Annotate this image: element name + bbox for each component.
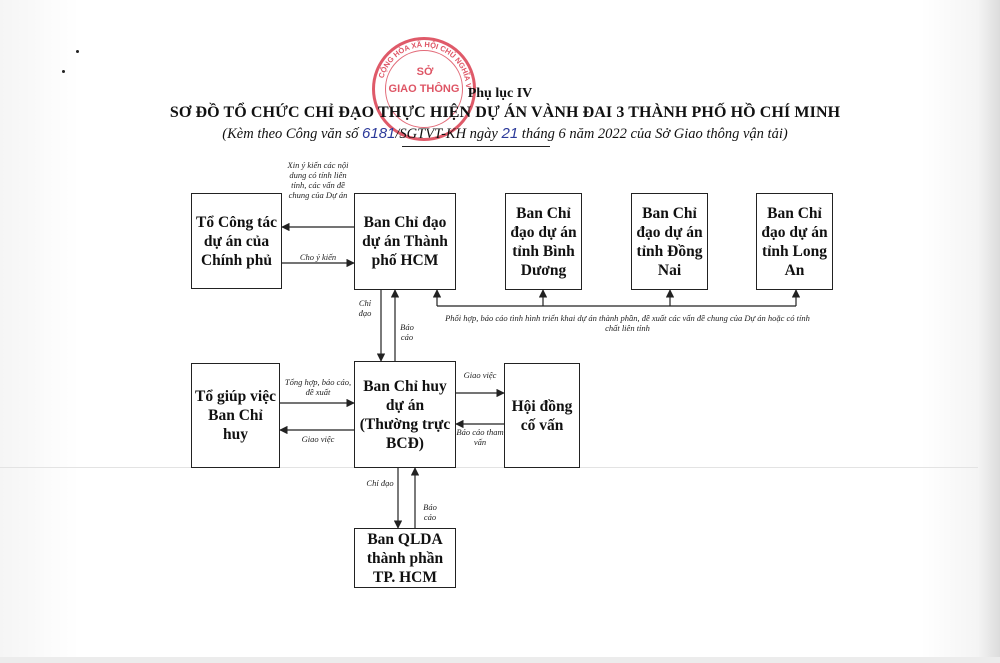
ink-speck (76, 50, 79, 53)
box-ban-chi-dao-binh-duong: Ban Chỉ đạo dự án tỉnh Bình Dương (505, 193, 582, 290)
appendix-label: Phụ lục IV (467, 86, 533, 101)
box-ban-chi-huy: Ban Chỉ huy dự án (Thường trực BCĐ) (354, 361, 456, 468)
handwritten-day: 21 (501, 125, 519, 142)
official-stamp-inner-ring (385, 50, 463, 128)
page-edge-bottom (0, 657, 1000, 663)
box-to-giup-viec: Tổ giúp việc Ban Chỉ huy (191, 363, 280, 468)
label-chi-dao-2: Chỉ đạo (366, 478, 394, 488)
label-bao-cao-tham-van: Báo cáo tham vấn (456, 427, 504, 447)
page-subtitle: (Kèm theo Công văn số 6181/SGTVT-KH ngày… (222, 125, 788, 142)
label-tong-hop: Tổng hợp, báo cáo, đề xuất (284, 377, 352, 397)
handwritten-doc-number: 6181 (362, 125, 396, 142)
label-chi-dao-1: Chỉ đạo (358, 298, 372, 318)
box-ban-chi-dao-long-an: Ban Chỉ đạo dự án tỉnh Long An (756, 193, 833, 290)
label-bao-cao-1: Báo cáo (400, 322, 414, 342)
ink-speck (62, 70, 65, 73)
box-hoi-dong-co-van: Hội đồng cố vấn (504, 363, 580, 468)
box-to-cong-tac-chinh-phu: Tổ Công tác dự án của Chính phủ (191, 193, 282, 289)
page-title: SƠ ĐỒ TỔ CHỨC CHỈ ĐẠO THỰC HIỆN DỰ ÁN VÀ… (169, 104, 841, 121)
page-edge-right (978, 0, 1000, 663)
label-cho-y-kien: Cho ý kiến (299, 252, 337, 262)
box-ban-chi-dao-dong-nai: Ban Chỉ đạo dự án tỉnh Đồng Nai (631, 193, 708, 290)
stamp-text-line1: SỞ (416, 66, 434, 78)
box-ban-chi-dao-hcm: Ban Chỉ đạo dự án Thành phố HCM (354, 193, 456, 290)
label-giao-viec-right: Giao việc (463, 370, 497, 380)
label-phoi-hop: Phối hợp, báo cáo tình hình triển khai d… (445, 313, 810, 333)
page-crease (0, 467, 1000, 468)
label-bao-cao-2: Báo cáo (423, 502, 437, 522)
box-ban-qlda: Ban QLDA thành phần TP. HCM (354, 528, 456, 588)
label-xin-y-kien: Xin ý kiến các nội dung có tính liên tỉn… (287, 160, 349, 200)
title-underline (402, 146, 550, 147)
official-stamp (372, 37, 476, 141)
stamp-text-line2: GIAO THÔNG (388, 83, 460, 95)
label-giao-viec-left: Giao việc (301, 434, 335, 444)
